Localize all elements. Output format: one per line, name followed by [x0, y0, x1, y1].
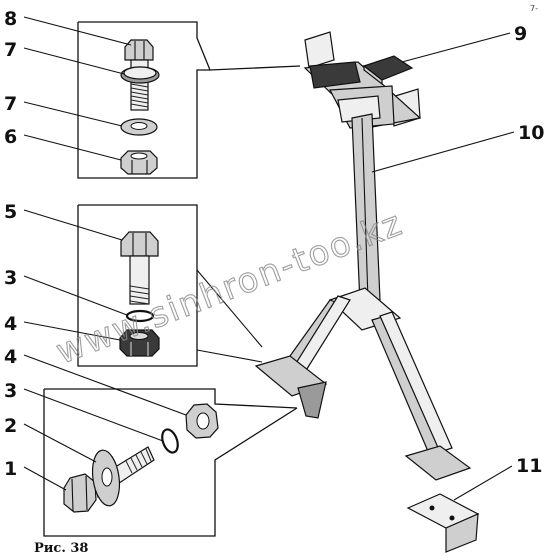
watermark: www.sinhron-too.kz	[51, 203, 409, 372]
callout-4-middle: 4	[4, 313, 17, 335]
nut-4-bottom	[185, 403, 219, 439]
callout-10: 10	[518, 122, 544, 144]
callout-7-lower: 7	[4, 93, 17, 115]
pad-9	[362, 55, 414, 86]
corner-mark: 7-	[530, 4, 538, 13]
spring-ring-3	[125, 309, 155, 323]
callout-3-bottom: 3	[4, 380, 17, 402]
callout-1: 1	[4, 458, 17, 480]
washer-2	[91, 449, 121, 507]
callout-9: 9	[514, 23, 527, 45]
inset-frame-middle	[77, 204, 263, 367]
leader-lines	[23, 16, 515, 501]
callout-3-middle: 3	[4, 267, 17, 289]
callout-8: 8	[4, 8, 17, 30]
callout-6: 6	[4, 126, 17, 148]
callout-7-upper: 7	[4, 39, 17, 61]
inset-frame-top	[77, 21, 301, 179]
callout-2: 2	[4, 415, 17, 437]
nut-6	[120, 150, 158, 175]
inset-frame-bottom	[43, 388, 298, 537]
callout-4-bottom: 4	[4, 346, 17, 368]
figure-caption: Рис. 38	[34, 541, 88, 556]
callout-5: 5	[4, 201, 17, 223]
bracket-11	[406, 493, 480, 553]
bolt-5	[120, 231, 159, 305]
bolt-1	[63, 446, 155, 513]
callout-11: 11	[516, 455, 542, 477]
nut-4	[119, 329, 160, 357]
spring-ring-3-bottom	[161, 428, 179, 454]
stand-10	[254, 31, 472, 481]
washer-7-lower	[120, 118, 158, 136]
washer-7-upper	[120, 66, 160, 84]
